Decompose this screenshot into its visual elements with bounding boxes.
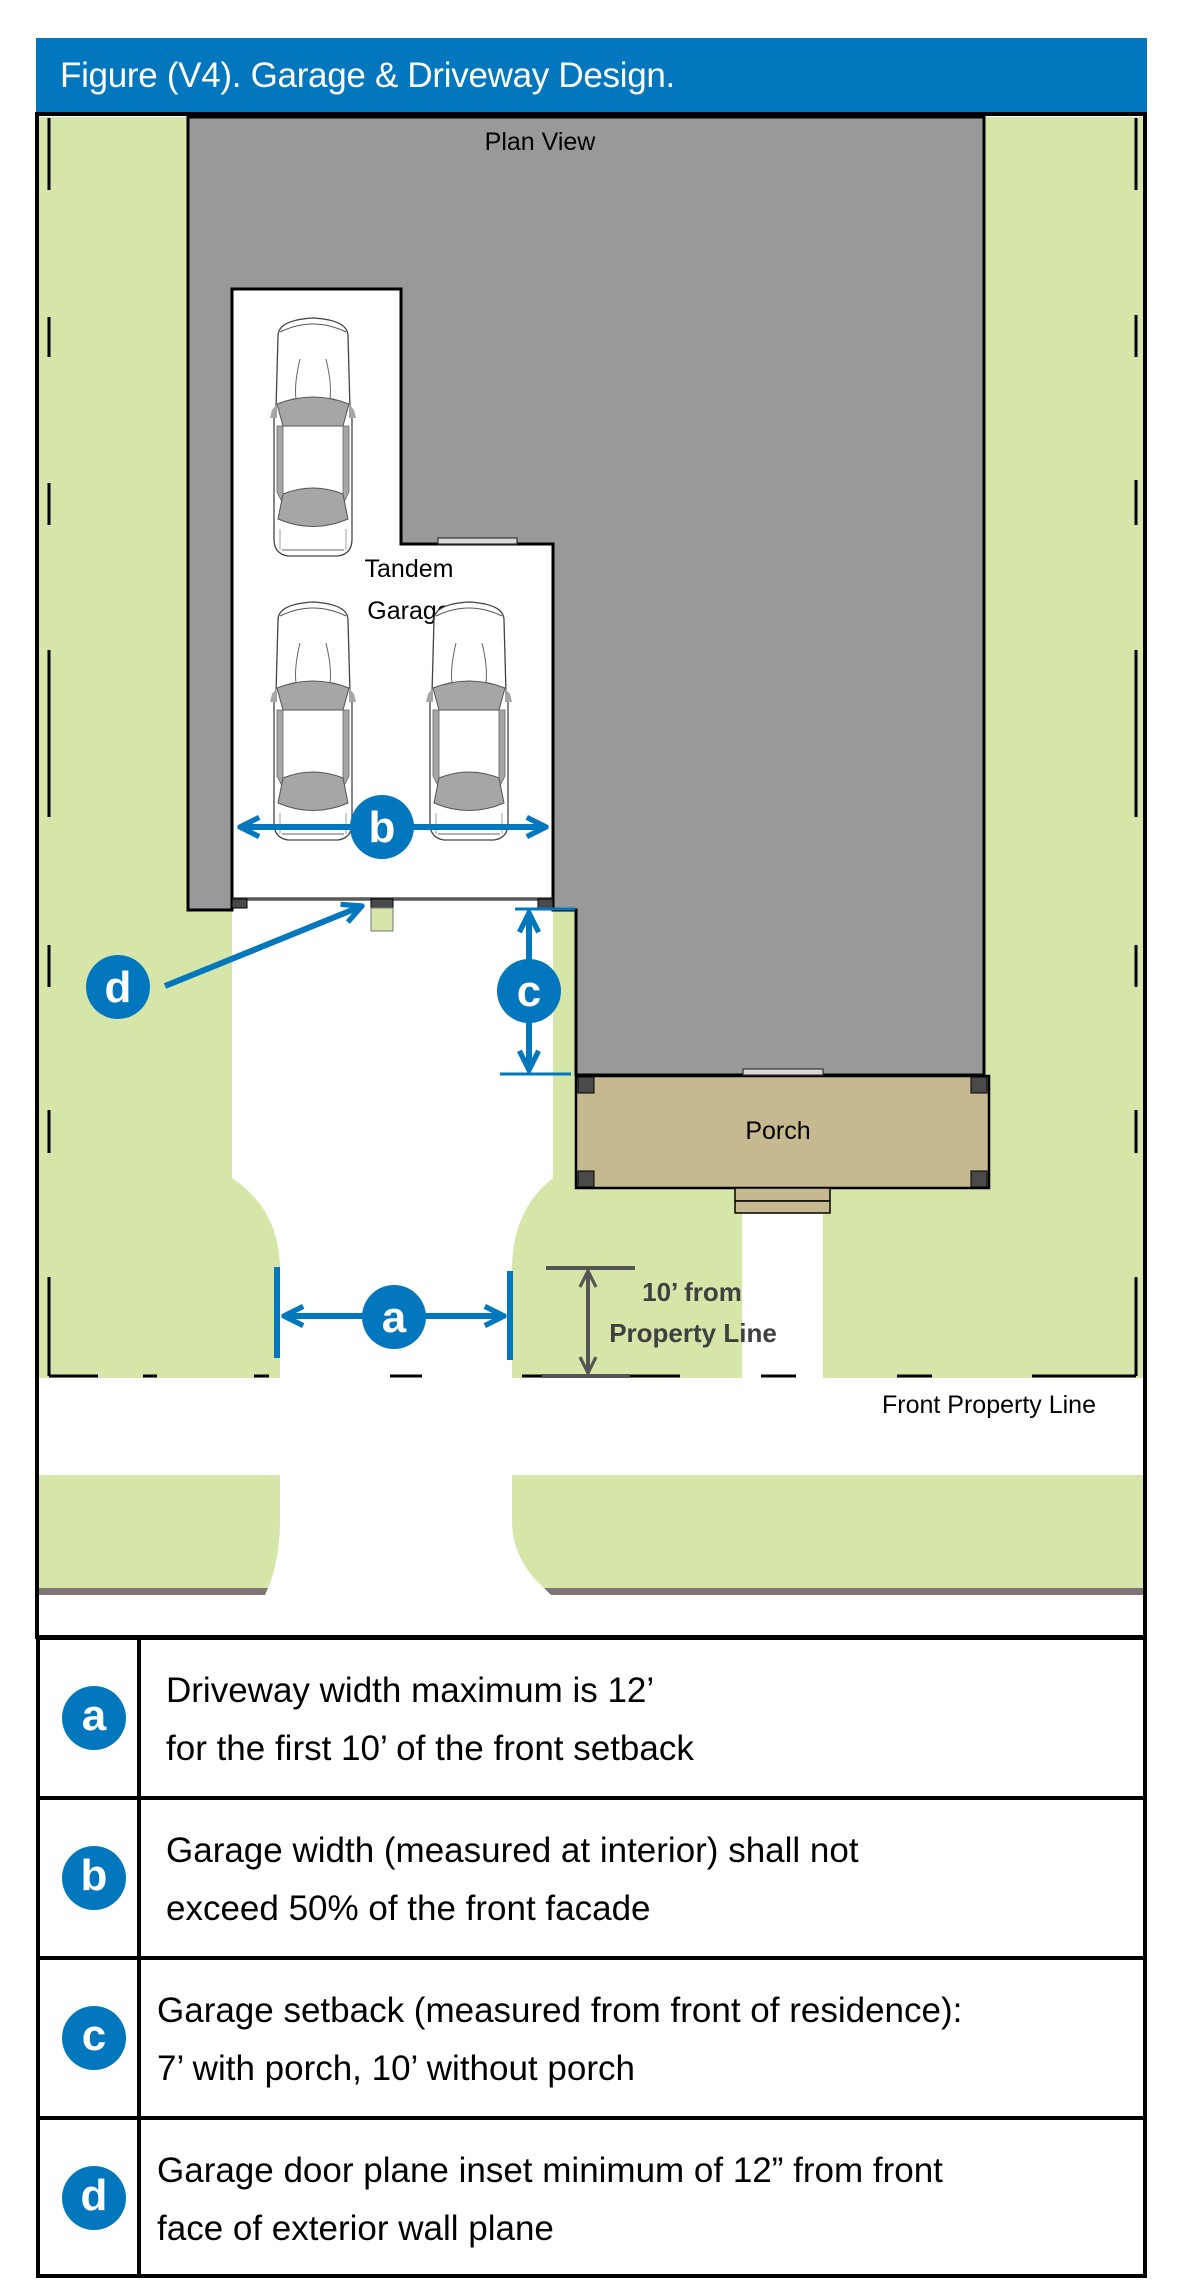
- legend-line: Garage setback (measured from front of r…: [157, 1991, 963, 2030]
- legend-line: exceed 50% of the front facade: [166, 1889, 651, 1928]
- marker-a: [362, 1285, 426, 1349]
- legend-badge-d: d: [62, 2166, 126, 2230]
- curb-right: [544, 1588, 1143, 1595]
- setback-note-line1: 10’ from: [642, 1277, 742, 1307]
- driveway: [232, 900, 553, 1378]
- legend-badge-a: a: [62, 1686, 126, 1750]
- porch-post: [970, 1076, 988, 1094]
- legend-line: Garage width (measured at interior) shal…: [166, 1831, 859, 1870]
- car-top-view-icon: [425, 601, 513, 841]
- curb-left: [39, 1588, 268, 1595]
- marker-b: [350, 795, 414, 859]
- legend-text: Garage width (measured at interior) shal…: [166, 1822, 1123, 1938]
- marker-d: [86, 955, 150, 1019]
- door-jamb-center-inset: [370, 907, 394, 932]
- car-top-view-icon: [269, 317, 357, 557]
- legend-line: Driveway width maximum is 12’: [166, 1671, 655, 1710]
- car-top-view-icon: [269, 601, 357, 841]
- parkway-lawn-left: [39, 1475, 280, 1588]
- legend-line: for the first 10’ of the front setback: [166, 1729, 694, 1768]
- legend-row-d: d Garage door plane inset minimum of 12”…: [40, 2120, 1143, 2276]
- porch-label: Porch: [745, 1117, 810, 1145]
- legend-badge-cell: a: [40, 1640, 141, 1796]
- marker-b-label: b: [369, 803, 396, 852]
- site-plan: Plan View Tandem Garage Porch b d c a 10…: [35, 112, 1147, 1639]
- legend-badge-b: b: [62, 1846, 126, 1910]
- legend-text: Garage setback (measured from front of r…: [157, 1982, 1123, 2098]
- legend-badge-cell: d: [40, 2120, 141, 2276]
- marker-d-label: d: [105, 963, 132, 1012]
- legend-badge-cell: c: [40, 1960, 141, 2116]
- porch-post: [970, 1170, 988, 1188]
- legend-line: 7’ with porch, 10’ without porch: [157, 2049, 635, 2088]
- figure-title-bar: Figure (V4). Garage & Driveway Design.: [36, 38, 1147, 115]
- door-jamb-right: [537, 898, 554, 909]
- garage-label-line1: Tandem: [365, 555, 454, 583]
- porch-step: [734, 1200, 831, 1214]
- legend-badge-c: c: [62, 2006, 126, 2070]
- plan-view-label: Plan View: [485, 128, 597, 156]
- front-door-strip: [742, 1068, 824, 1076]
- porch-step: [734, 1187, 831, 1202]
- marker-c-label: c: [517, 967, 541, 1016]
- legend-row-b: b Garage width (measured at interior) sh…: [40, 1800, 1143, 1960]
- figure-title: Figure (V4). Garage & Driveway Design.: [60, 56, 675, 95]
- front-property-line-label: Front Property Line: [882, 1391, 1096, 1419]
- dimension-d-arrow: [163, 906, 362, 989]
- interior-door-strip: [437, 537, 518, 545]
- legend-table: a Driveway width maximum is 12’ for the …: [36, 1635, 1147, 2278]
- parkway-lawn-right: [512, 1475, 1143, 1588]
- legend-text: Garage door plane inset minimum of 12” f…: [157, 2142, 1123, 2258]
- legend-row-a: a Driveway width maximum is 12’ for the …: [40, 1640, 1143, 1800]
- legend-text: Driveway width maximum is 12’ for the fi…: [166, 1662, 1123, 1778]
- marker-a-label: a: [382, 1293, 407, 1342]
- porch-post: [577, 1170, 595, 1188]
- marker-c: [497, 959, 561, 1023]
- setback-note-line2: Property Line: [609, 1318, 777, 1348]
- legend-row-c: c Garage setback (measured from front of…: [40, 1960, 1143, 2120]
- door-jamb-center: [370, 898, 394, 909]
- legend-badge-cell: b: [40, 1800, 141, 1956]
- porch-post: [577, 1076, 595, 1094]
- legend-line: Garage door plane inset minimum of 12” f…: [157, 2151, 943, 2190]
- legend-line: face of exterior wall plane: [157, 2209, 554, 2248]
- front-walk: [742, 1213, 823, 1379]
- door-jamb-left: [231, 898, 248, 909]
